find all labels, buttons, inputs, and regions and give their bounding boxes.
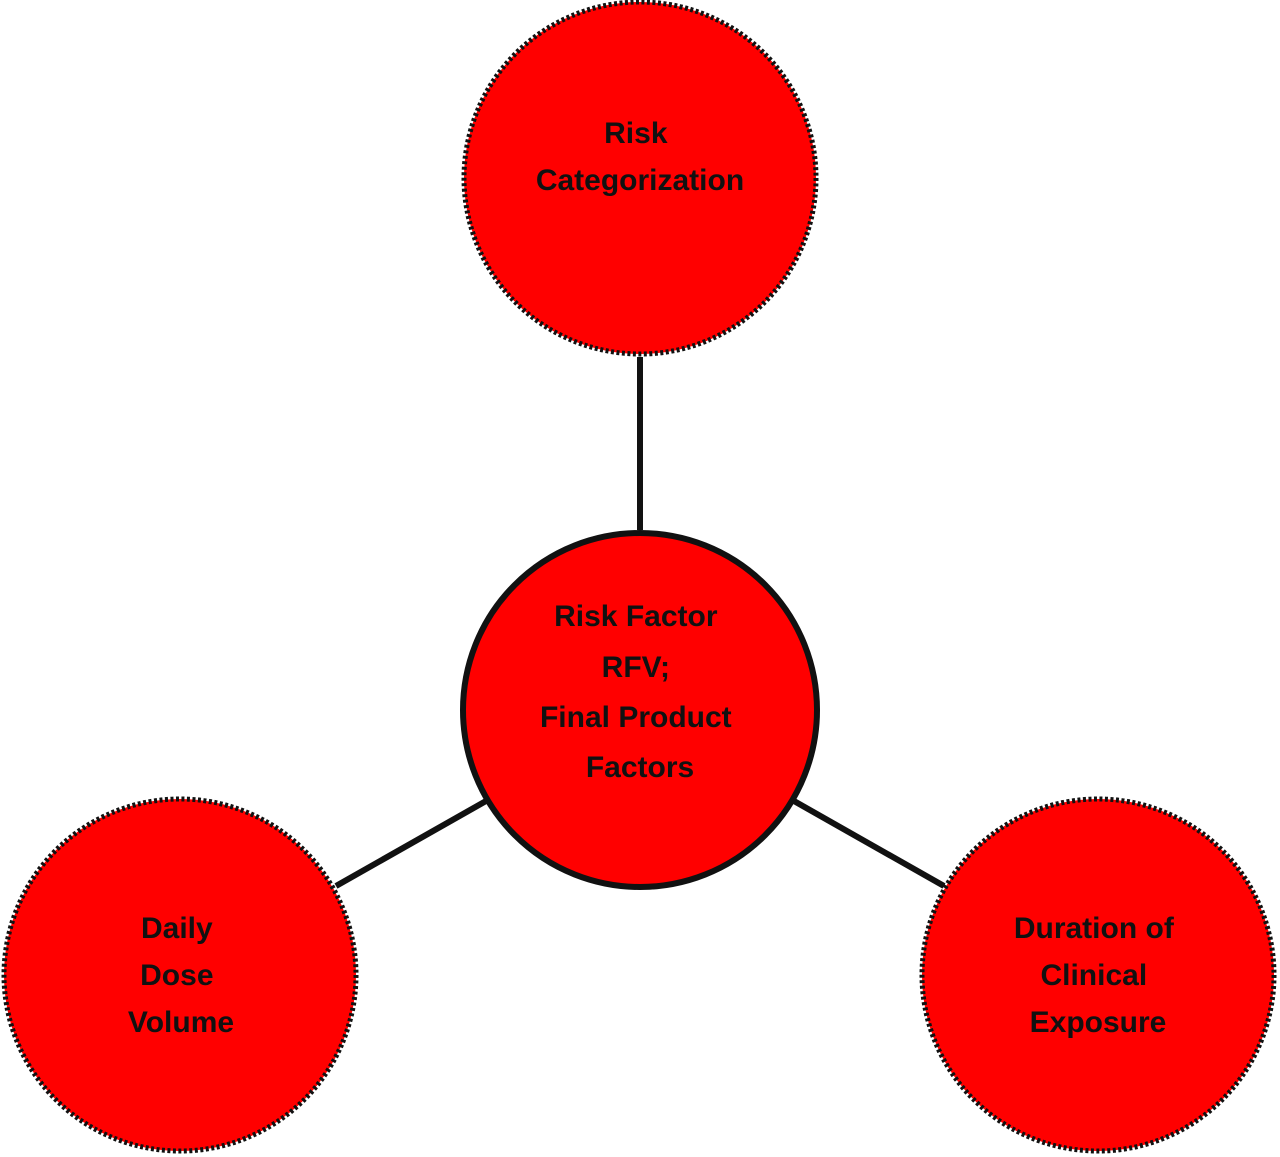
connector-left <box>334 798 488 889</box>
node-risk-factor-center: Risk Factor RFV; Final Product Factors <box>460 530 820 890</box>
node-daily-dose-volume-label: Daily Dose Volume <box>128 912 234 1039</box>
node-risk-factor-center-label: Risk Factor RFV; Final Product Factors <box>540 600 740 784</box>
node-risk-categorization-circle <box>461 0 819 357</box>
node-duration-clinical-exposure-label: Duration of Clinical Exposure <box>1014 912 1182 1039</box>
connector-right <box>792 798 946 889</box>
node-risk-factor-center-circle <box>460 530 820 890</box>
node-duration-clinical-exposure: Duration of Clinical Exposure <box>919 796 1277 1154</box>
node-daily-dose-volume-circle <box>1 796 359 1154</box>
connectors <box>334 357 946 889</box>
node-risk-categorization-label: Risk Categorization <box>536 117 744 197</box>
node-duration-clinical-exposure-circle <box>919 796 1277 1154</box>
node-risk-categorization: Risk Categorization <box>461 0 819 357</box>
node-daily-dose-volume: Daily Dose Volume <box>1 796 359 1154</box>
